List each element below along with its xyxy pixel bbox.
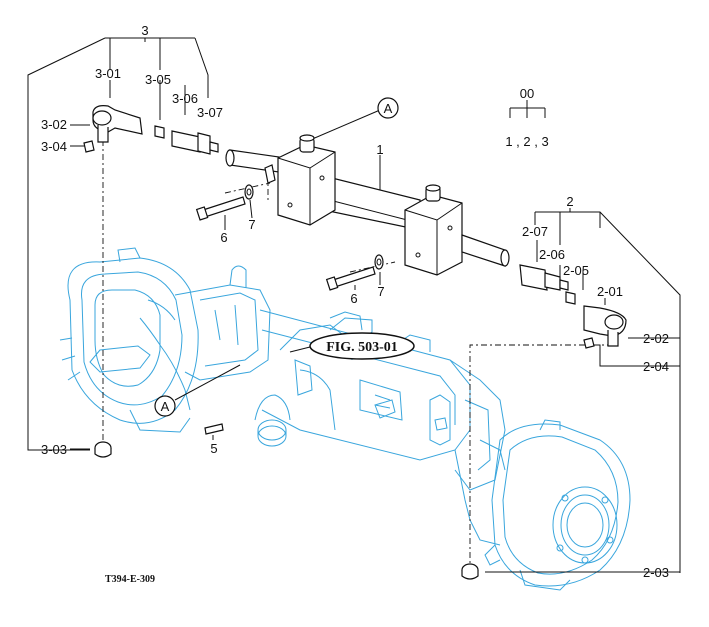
set-box-bottom: 1 , 2 , 3 xyxy=(505,134,548,149)
label-7-left: 7 xyxy=(248,217,255,232)
label-2: 2 xyxy=(566,194,573,209)
label-1: 1 xyxy=(376,142,383,157)
label-3-05: 3-05 xyxy=(145,72,171,87)
label-3-01: 3-01 xyxy=(95,66,121,81)
front-axle-housing xyxy=(59,247,631,591)
tie-rod-end-left xyxy=(83,105,219,458)
label-3-06: 3-06 xyxy=(172,91,198,106)
label-6-left: 6 xyxy=(220,230,227,245)
label-3-04: 3-04 xyxy=(41,139,67,154)
set-box: 00 1 , 2 , 3 xyxy=(505,86,548,149)
callout-a-top-letter: A xyxy=(384,101,393,116)
figure-reference-text: FIG. 503-01 xyxy=(326,340,398,355)
callout-a-top: A xyxy=(377,97,399,119)
label-3-07: 3-07 xyxy=(197,105,223,120)
label-2-07: 2-07 xyxy=(522,224,548,239)
tie-rod-end-right xyxy=(461,264,627,580)
label-3-03: 3-03 xyxy=(41,442,67,457)
label-2-02: 2-02 xyxy=(643,331,669,346)
label-5: 5 xyxy=(210,441,217,456)
label-2-06: 2-06 xyxy=(539,247,565,262)
label-2-05: 2-05 xyxy=(563,263,589,278)
bolt-washer-right xyxy=(325,254,384,291)
label-7-right: 7 xyxy=(377,284,384,299)
set-box-top: 00 xyxy=(520,86,534,101)
label-3-02: 3-02 xyxy=(41,117,67,132)
label-2-04: 2-04 xyxy=(643,359,669,374)
figure-reference-oval[interactable]: FIG. 503-01 xyxy=(309,332,415,360)
label-2-03: 2-03 xyxy=(643,565,669,580)
drawing-code: T394-E-309 xyxy=(105,574,155,585)
leader-lines xyxy=(27,37,681,573)
label-6-right: 6 xyxy=(350,291,357,306)
callout-a-bottom-letter: A xyxy=(161,399,170,414)
bolt-washer-left xyxy=(195,184,254,221)
label-2-01: 2-01 xyxy=(597,284,623,299)
steering-cylinder xyxy=(225,134,510,276)
label-3: 3 xyxy=(141,23,148,38)
part-labels: 3 3-01 3-05 3-06 3-07 3-02 3-04 3-03 1 6… xyxy=(41,23,669,580)
callout-a-bottom: A xyxy=(154,395,176,417)
pin-part-5 xyxy=(204,423,224,435)
